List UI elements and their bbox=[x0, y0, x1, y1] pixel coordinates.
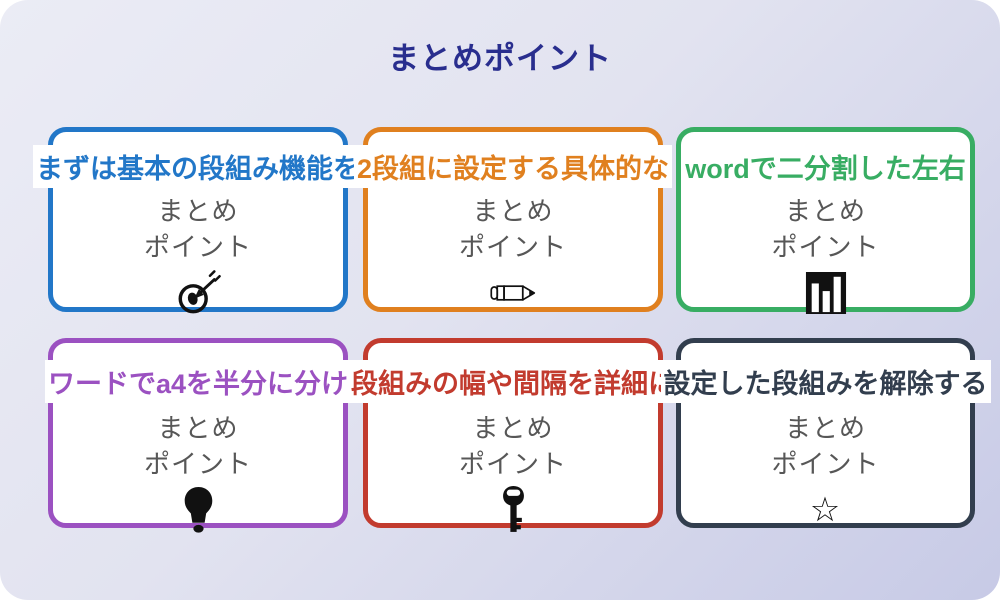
card-title: ワードでa4を半分に分け bbox=[44, 360, 352, 403]
target-dart-icon bbox=[53, 269, 343, 317]
bar-chart-icon bbox=[681, 269, 970, 317]
card-title: まずは基本の段組み機能を bbox=[33, 145, 363, 188]
star-icon: ☆ bbox=[809, 490, 842, 529]
card-label-line2: ポイント bbox=[458, 231, 567, 262]
card-label-line1: まとめ bbox=[472, 413, 554, 443]
key-icon bbox=[368, 485, 658, 534]
card-label-line2: ポイント bbox=[771, 231, 880, 262]
card-label-line2: ポイント bbox=[771, 448, 880, 479]
lightbulb-icon bbox=[53, 486, 343, 534]
card-title: wordで二分割した左右 bbox=[682, 145, 969, 188]
card-remove-columns: 設定した段組みを解除する まとめ ポイント ☆ bbox=[660, 338, 991, 528]
card-label-line2: ポイント bbox=[143, 448, 252, 479]
card-label-line1: まとめ bbox=[157, 196, 239, 226]
card-column-width-spacing: 段組みの幅や間隔を詳細に まとめ ポイント bbox=[348, 338, 678, 532]
card-label-line2: ポイント bbox=[143, 231, 252, 262]
pencil-icon bbox=[368, 269, 658, 317]
card-a4-half-split: ワードでa4を半分に分け まとめ ポイント bbox=[44, 338, 352, 533]
card-label-line1: まとめ bbox=[472, 196, 554, 226]
card-label-line2: ポイント bbox=[458, 448, 567, 479]
card-label-line1: まとめ bbox=[784, 413, 866, 443]
card-label-line1: まとめ bbox=[784, 196, 866, 226]
card-word-split-left-right: wordで二分割した左右 まとめ ポイント bbox=[676, 127, 975, 314]
card-title: 2段組に設定する具体的な bbox=[353, 145, 673, 188]
card-title: 段組みの幅や間隔を詳細に bbox=[348, 360, 678, 403]
card-two-column-setting: 2段組に設定する具体的な まとめ ポイント bbox=[353, 127, 673, 312]
page-title: まとめポイント bbox=[388, 41, 612, 76]
card-title: 設定した段組みを解除する bbox=[660, 360, 991, 403]
card-label-line1: まとめ bbox=[157, 413, 239, 443]
card-basic-columns: まずは基本の段組み機能を まとめ ポイント bbox=[33, 127, 363, 314]
